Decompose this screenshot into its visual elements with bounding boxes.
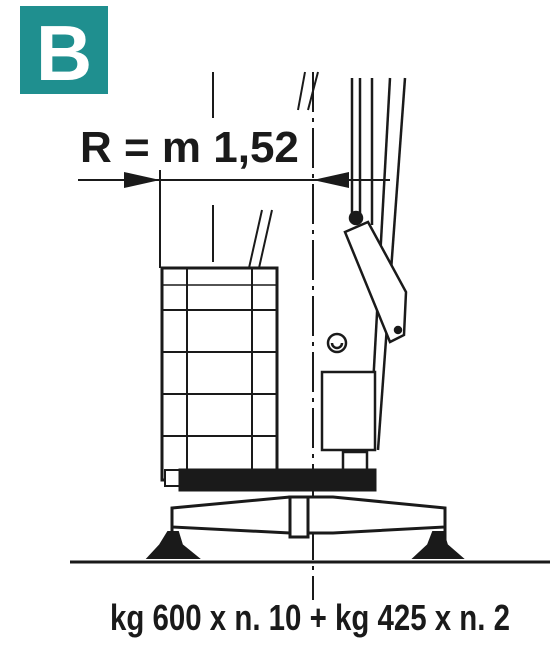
badge-background	[20, 6, 108, 94]
ballast-stack	[160, 266, 279, 487]
boom-line-b	[307, 71, 319, 111]
badge-letter: B	[36, 9, 92, 97]
hook-cables	[248, 209, 273, 269]
boom-cylinder	[343, 220, 408, 344]
radius-dimension	[78, 172, 390, 188]
pivot-icon	[326, 332, 348, 354]
crane-boom	[326, 77, 408, 451]
left-foot	[145, 531, 201, 559]
right-foot	[411, 531, 465, 559]
dimension-arrow-left	[124, 172, 160, 188]
radius-label: R = m 1,52	[80, 123, 299, 172]
boom-line-a	[297, 71, 306, 111]
dimension-arrow-right	[313, 172, 349, 188]
crane-column	[320, 370, 377, 472]
crane-base	[170, 468, 447, 540]
section-badge: B	[20, 6, 108, 97]
ballast-caption: kg 600 x n. 10 + kg 425 x n. 2	[110, 597, 510, 638]
outrigger-feet	[145, 531, 465, 559]
turntable	[178, 468, 377, 492]
